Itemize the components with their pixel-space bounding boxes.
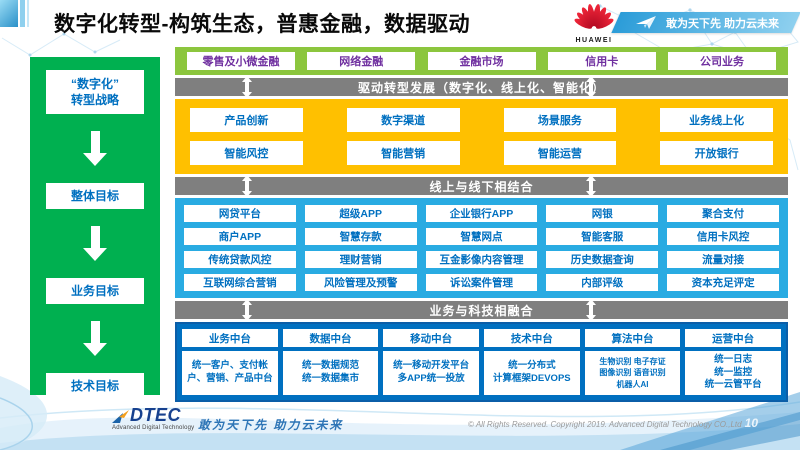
middle-col-ops: 运营中台 统一日志 统一监控 统一云管平台	[685, 329, 781, 395]
middle-col-body: 统一日志 统一监控 统一云管平台	[685, 351, 781, 395]
platform-box: 智能客服	[546, 228, 659, 245]
online-offline-bar: 线上与线下相结合	[175, 175, 788, 197]
platform-box: 流量对接	[667, 251, 779, 268]
platform-box: 诉讼案件管理	[425, 274, 538, 291]
sidebar-item-digital-strategy: “数字化” 转型战略	[46, 70, 144, 114]
huawei-wordmark: HUAWEI	[575, 37, 613, 44]
middle-col-data: 数据中台 统一数据规范 统一数据集市	[282, 329, 379, 395]
updown-arrow-icon	[242, 299, 253, 321]
business-line-box: 零售及小微金融	[187, 52, 295, 70]
platform-box: 历史数据查询	[546, 251, 659, 268]
middle-col-body: 统一移动开发平台 多APP统一投放	[383, 351, 479, 395]
adtec-arrow-icon	[112, 410, 129, 423]
paper-plane-icon	[636, 15, 656, 29]
middle-col-mobile: 移动中台 统一移动开发平台 多APP统一投放	[383, 329, 479, 395]
strategy-sidebar: “数字化” 转型战略 整体目标 业务目标 技术目标	[30, 57, 160, 399]
business-line-box: 金融市场	[427, 52, 536, 70]
down-arrow-icon	[83, 131, 107, 166]
capability-box: 智能营销	[346, 141, 460, 165]
tech-fusion-bar: 业务与科技相融合	[175, 299, 788, 321]
drive-transform-bar: 驱动转型发展（数字化、线上化、智能化）	[175, 76, 788, 98]
title-accent-bars	[0, 0, 29, 27]
platform-box: 理财营销	[304, 251, 417, 268]
banner-slogan: 敢为天下先 助力云未来	[666, 17, 780, 30]
platform-box: 信用卡风控	[667, 228, 779, 245]
platform-box: 互金影像内容管理	[425, 251, 538, 268]
middle-col-header: 算法中台	[584, 329, 681, 347]
capability-box: 业务线上化	[660, 108, 773, 132]
capability-box: 智能风控	[190, 141, 303, 165]
business-line-box: 公司业务	[668, 52, 776, 70]
middle-col-body: 生物识别 电子存证 图像识别 语音识别 机器人AI	[584, 351, 681, 395]
platform-grid: 网贷平台 超级APP 企业银行APP 网银 聚合支付 商户APP 智慧存款 智慧…	[175, 198, 788, 298]
updown-arrow-icon	[585, 175, 596, 197]
updown-arrow-icon	[585, 76, 596, 98]
business-lines-row: 零售及小微金融 网络金融 金融市场 信用卡 公司业务	[175, 47, 788, 75]
middle-col-header: 业务中台	[182, 329, 278, 347]
middle-col-business: 业务中台 统一客户、支付帐户、营销、产品中台	[182, 329, 278, 395]
capability-box: 智能运营	[503, 141, 617, 165]
platform-box: 智慧存款	[304, 228, 417, 245]
platform-box: 网银	[546, 205, 659, 222]
platform-box: 互联网综合营销	[184, 274, 296, 291]
sidebar-item-tech-goal: 技术目标	[46, 373, 144, 399]
adtec-wordmark: DTEC	[130, 405, 181, 425]
footer-copyright: © All Rights Reserved. Copyright 2019. A…	[468, 420, 742, 429]
middle-col-header: 技术中台	[483, 329, 580, 347]
capability-box: 产品创新	[190, 108, 303, 132]
middle-col-header: 数据中台	[282, 329, 379, 347]
platform-box: 聚合支付	[667, 205, 779, 222]
page-title: 数字化转型-构筑生态，普惠金融，数据驱动	[54, 13, 470, 36]
middle-col-algorithm: 算法中台 生物识别 电子存证 图像识别 语音识别 机器人AI	[584, 329, 681, 395]
middle-col-body: 统一客户、支付帐户、营销、产品中台	[182, 351, 278, 395]
business-line-box: 网络金融	[307, 52, 416, 70]
online-offline-label: 线上与线下相结合	[429, 179, 534, 194]
middle-col-tech: 技术中台 统一分布式 计算框架DEVOPS	[483, 329, 580, 395]
down-arrow-icon	[83, 321, 107, 356]
footer-slogan: 敢为天下先 助力云未来	[198, 418, 344, 432]
platform-box: 传统贷款风控	[184, 251, 296, 268]
down-arrow-icon	[83, 226, 107, 261]
updown-arrow-icon	[242, 76, 253, 98]
capability-grid: 产品创新 数字渠道 场景服务 业务线上化 智能风控 智能营销 智能运营 开放银行	[175, 99, 788, 174]
middle-col-header: 运营中台	[685, 329, 781, 347]
platform-box: 企业银行APP	[425, 205, 538, 222]
capability-box: 场景服务	[503, 108, 617, 132]
updown-arrow-icon	[585, 299, 596, 321]
middle-col-body: 统一分布式 计算框架DEVOPS	[483, 351, 580, 395]
capability-box: 开放银行	[660, 141, 773, 165]
platform-box: 风险管理及预警	[304, 274, 417, 291]
platform-box: 内部评级	[546, 274, 659, 291]
page-number: 10	[744, 416, 758, 430]
sidebar-item-business-goal: 业务目标	[46, 278, 144, 304]
header-banner: 敢为天下先 助力云未来	[611, 12, 800, 33]
main-diagram: 零售及小微金融 网络金融 金融市场 信用卡 公司业务 驱动转型发展（数字化、线上…	[175, 47, 788, 402]
sidebar-item-overall-goal: 整体目标	[46, 183, 144, 209]
middle-col-body: 统一数据规范 统一数据集市	[282, 351, 379, 395]
drive-transform-label: 驱动转型发展（数字化、线上化、智能化）	[357, 80, 605, 95]
middle-platform-grid: 业务中台 统一客户、支付帐户、营销、产品中台 数据中台 统一数据规范 统一数据集…	[175, 322, 788, 402]
platform-box: 商户APP	[184, 228, 296, 245]
platform-box: 网贷平台	[184, 205, 296, 222]
huawei-logo: HUAWEI	[572, 2, 616, 44]
updown-arrow-icon	[242, 175, 253, 197]
adtec-subtext: Advanced Digital Technology	[112, 425, 195, 431]
business-line-box: 信用卡	[547, 52, 656, 70]
capability-box: 数字渠道	[346, 108, 460, 132]
middle-col-header: 移动中台	[383, 329, 479, 347]
platform-box: 超级APP	[304, 205, 417, 222]
huawei-flower-icon	[574, 4, 614, 29]
tech-fusion-label: 业务与科技相融合	[429, 303, 534, 318]
adtec-logo: DTEC Advanced Digital Technology	[112, 406, 194, 431]
platform-box: 智慧网点	[425, 228, 538, 245]
platform-box: 资本充足评定	[667, 274, 779, 291]
